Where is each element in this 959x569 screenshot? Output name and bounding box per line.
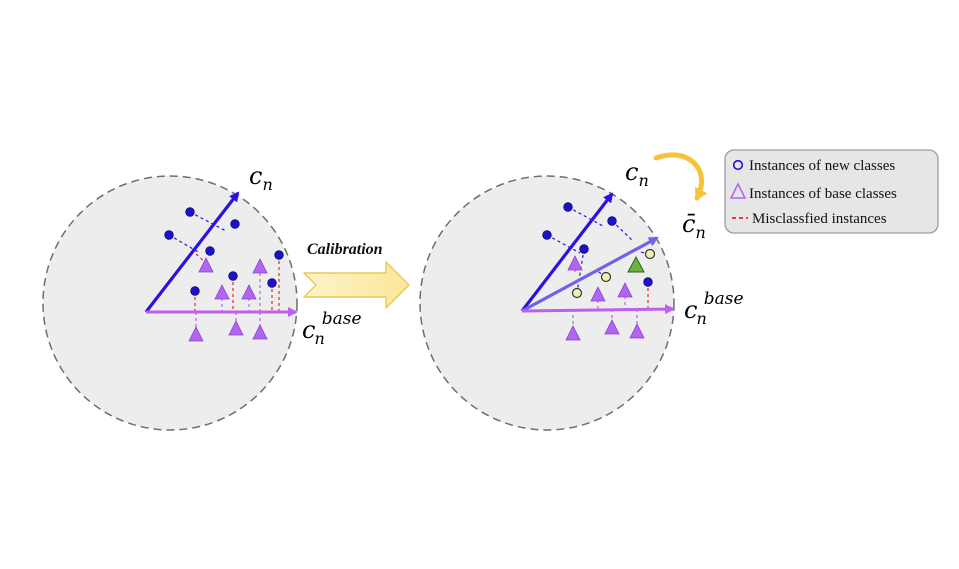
- base-instance-triangle: [604, 319, 620, 335]
- base-instance-triangle: [228, 320, 244, 336]
- new-instance-dot: [579, 244, 589, 254]
- calibration-arrow-shape: [303, 261, 410, 309]
- calibration-label: Calibration: [307, 241, 383, 258]
- new-instance-dot: [563, 202, 573, 212]
- right-panel: cn c̄n cnbase: [419, 152, 744, 431]
- base-instance-triangle: [214, 284, 230, 300]
- new-instance-dot: [230, 219, 240, 229]
- calibration-arrow: Calibration: [303, 241, 410, 309]
- legend: Instances of new classes Instances of ba…: [724, 149, 939, 234]
- right-base-vector-label: cnbase: [684, 289, 744, 328]
- new-instance-dot: [542, 230, 552, 240]
- right-new-vector-label: cn: [625, 158, 649, 190]
- new-instance-dot: [274, 250, 284, 260]
- left-base-instances: [188, 257, 268, 342]
- new-instance-dot: [205, 246, 215, 256]
- calibrated-base-triangle: [627, 255, 645, 273]
- base-instance-triangle: [241, 284, 257, 300]
- left-embedding-circle: [42, 175, 298, 431]
- base-instance-triangle: [567, 255, 583, 271]
- legend-new-classes: Instances of new classes: [749, 158, 895, 174]
- new-instance-dot: [643, 277, 653, 287]
- calibrated-instance-circle: [644, 248, 656, 260]
- new-instance-dot: [228, 271, 238, 281]
- base-instance-triangle: [629, 323, 645, 339]
- right-new-class-vector: [520, 192, 614, 312]
- right-new-instances: [542, 202, 653, 287]
- new-instance-dot: [607, 216, 617, 226]
- base-instance-triangle: [252, 324, 268, 340]
- base-instance-triangle: [188, 326, 204, 342]
- calibrated-instance-circle: [600, 271, 612, 283]
- base-instance-triangle: [198, 257, 214, 273]
- right-embedding-circle: [419, 175, 675, 431]
- left-panel: cn cnbase: [42, 162, 362, 431]
- base-instance-triangle: [565, 325, 581, 341]
- legend-box: [724, 149, 939, 234]
- left-new-instances: [164, 207, 284, 296]
- left-new-vector-label: cn: [249, 162, 273, 194]
- circle-outline-icon: [732, 159, 744, 171]
- right-calibrated-instances: [571, 248, 656, 299]
- legend-base-classes: Instances of base classes: [749, 186, 897, 202]
- base-instance-triangle: [617, 282, 633, 298]
- left-new-class-vector: [144, 191, 240, 313]
- curve-arrow-icon: [653, 152, 708, 201]
- right-base-class-vector: [521, 304, 675, 315]
- legend-misclassified: Misclassfied instances: [752, 211, 887, 227]
- left-base-vector-label: cnbase: [302, 309, 362, 348]
- new-instance-dot: [267, 278, 277, 288]
- calibrated-instance-circle: [571, 287, 583, 299]
- new-instance-dot: [190, 286, 200, 296]
- right-calibrated-vector-label: c̄n: [682, 210, 706, 242]
- new-instance-dot: [164, 230, 174, 240]
- base-instance-triangle: [252, 258, 268, 274]
- base-instance-triangle: [590, 286, 606, 302]
- right-calibrated-vector: [521, 236, 659, 313]
- right-base-instances: [565, 255, 645, 341]
- triangle-outline-icon: [729, 182, 747, 199]
- new-instance-dot: [185, 207, 195, 217]
- left-projection-lines: [168, 211, 280, 332]
